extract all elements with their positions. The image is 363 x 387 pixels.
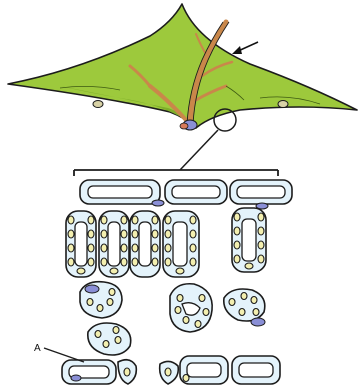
leaf-cross-section-cells: A [34, 180, 292, 384]
pointer-label-a: A [34, 343, 41, 354]
palisade-layer [66, 208, 266, 277]
leaf-blade [8, 4, 357, 128]
pointer-a: A [34, 343, 84, 362]
spongy-layer [80, 282, 265, 355]
upper-epidermis [80, 180, 292, 209]
leaf-arrow-icon [232, 42, 258, 54]
lower-epidermis [62, 356, 280, 384]
section-bracket [74, 170, 278, 176]
leaf-illustration [8, 4, 357, 130]
